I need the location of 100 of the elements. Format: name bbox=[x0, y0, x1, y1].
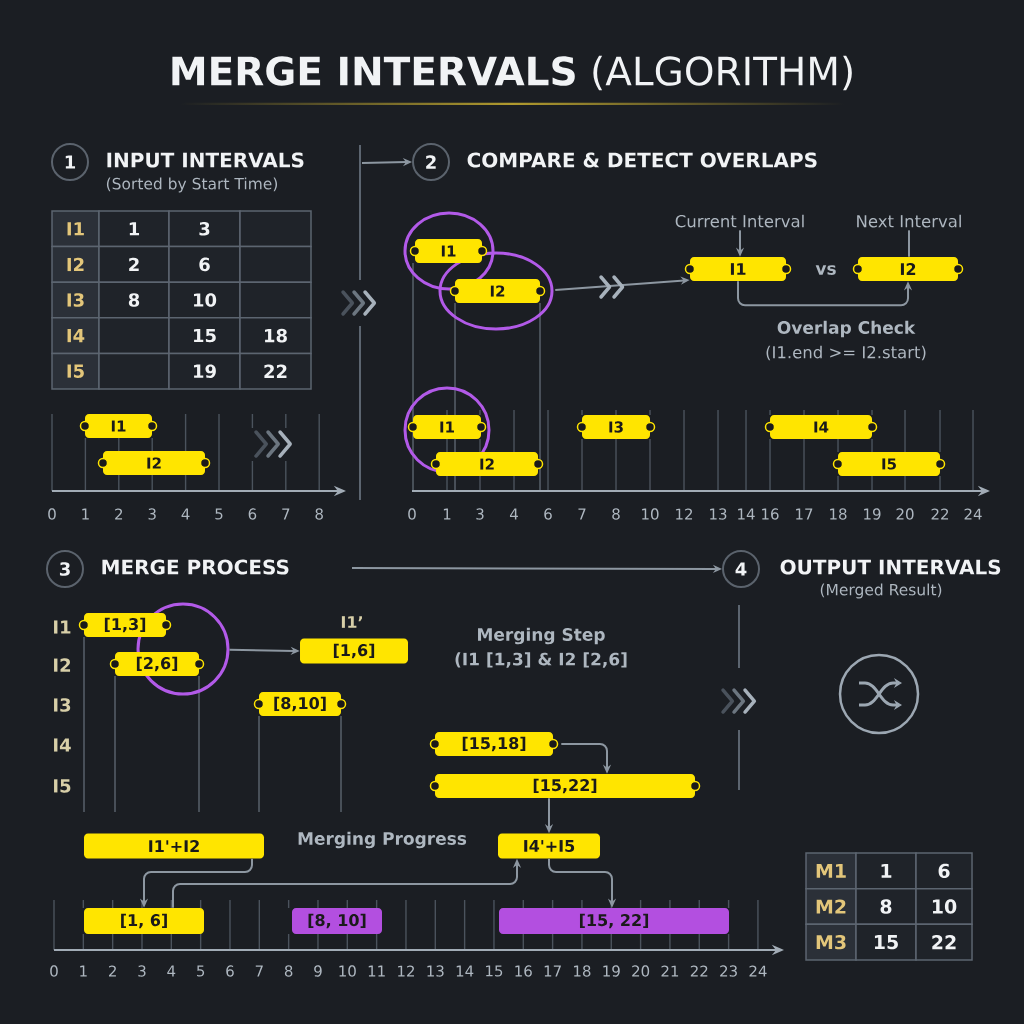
tick-label: 22 bbox=[690, 965, 708, 977]
row-label: I3 bbox=[54, 698, 71, 712]
interval-bar: I5 bbox=[832, 452, 946, 476]
row-header-cell: I2 bbox=[51, 245, 100, 283]
section-heading: INPUT INTERVALS bbox=[107, 152, 304, 168]
interval-bar: [8,10] bbox=[253, 692, 347, 716]
interval-bar: I2 bbox=[852, 257, 964, 281]
tick-label: 12 bbox=[398, 965, 414, 977]
tick-label: 2 bbox=[115, 508, 123, 520]
table-cell: 6 bbox=[168, 245, 241, 283]
tick-label: 17 bbox=[544, 965, 561, 977]
row-header-cell: M3 bbox=[805, 923, 857, 961]
annotation-heading: Merging Step bbox=[478, 627, 605, 645]
bar-caption: I1’ bbox=[341, 616, 362, 628]
table-cell: 1 bbox=[98, 210, 170, 248]
tick-label: 7 bbox=[255, 965, 263, 977]
tick-label: 4 bbox=[167, 965, 176, 977]
row-header-cell: I3 bbox=[51, 281, 100, 319]
tick-label: 0 bbox=[408, 508, 416, 520]
tick-label: 1 bbox=[80, 965, 87, 977]
interval-bar: I4 bbox=[764, 415, 878, 439]
table-cell: 15 bbox=[855, 923, 917, 961]
interval-bar: [15,22] bbox=[429, 774, 701, 798]
tick-label: 18 bbox=[830, 508, 847, 520]
table-cell: 10 bbox=[915, 887, 973, 926]
interval-bar: I1 bbox=[684, 257, 792, 281]
section-subtitle: (Merged Result) bbox=[820, 583, 942, 599]
tick-label: 8 bbox=[612, 508, 620, 520]
tick-label: 19 bbox=[864, 508, 881, 520]
tick-label: 3 bbox=[148, 508, 156, 520]
tick-label: 8 bbox=[315, 508, 323, 520]
tick-label: 1 bbox=[82, 508, 89, 520]
tick-label: 6 bbox=[226, 965, 234, 977]
tick-label: 9 bbox=[314, 965, 322, 977]
table-cell: 1 bbox=[855, 852, 917, 890]
tick-label: 8 bbox=[284, 965, 293, 977]
tick-label: 2 bbox=[109, 965, 116, 977]
tick-label: 13 bbox=[427, 965, 444, 977]
interval-bar: I2 bbox=[97, 451, 211, 475]
annotation-heading: Merging Progress bbox=[298, 831, 467, 849]
table-cell: 8 bbox=[855, 887, 917, 926]
tick-label: 16 bbox=[515, 965, 532, 977]
table-cell: 19 bbox=[168, 352, 241, 390]
tick-label: 3 bbox=[138, 965, 146, 977]
tick-label: 15 bbox=[486, 965, 503, 977]
annotation-text: (I1 [1,3] & I2 [2,6] bbox=[455, 652, 627, 668]
tick-label: 4 bbox=[509, 508, 518, 520]
tick-label: 20 bbox=[632, 965, 650, 977]
tick-label: 7 bbox=[578, 508, 586, 520]
annotation-text: Current Interval bbox=[675, 214, 804, 228]
table-cell: 18 bbox=[239, 317, 312, 355]
tick-label: 13 bbox=[710, 508, 727, 520]
interval-bar: I2 bbox=[430, 452, 544, 476]
section-subtitle: (Sorted by Start Time) bbox=[106, 177, 278, 193]
interval-bar: I1 bbox=[407, 415, 487, 439]
tick-label: 20 bbox=[896, 508, 914, 520]
row-header-cell: M2 bbox=[805, 887, 857, 926]
tick-label: 5 bbox=[197, 965, 205, 977]
interval-bar: [1,3] bbox=[78, 613, 172, 637]
tick-label: 5 bbox=[215, 508, 223, 520]
interval-bar: [15, 22] bbox=[499, 908, 729, 934]
table-cell: 22 bbox=[239, 352, 312, 390]
row-header-cell: I5 bbox=[51, 352, 100, 390]
row-header-cell: M1 bbox=[805, 852, 857, 890]
tick-label: 10 bbox=[642, 508, 659, 520]
annotation-heading: Overlap Check bbox=[777, 320, 916, 338]
interval-bar: [2,6] bbox=[109, 652, 205, 676]
tick-label: 10 bbox=[339, 965, 356, 977]
table-cell: 8 bbox=[98, 281, 170, 319]
tick-label: 24 bbox=[964, 508, 982, 520]
interval-bar: [1,6] bbox=[300, 638, 408, 664]
interval-bar: I2 bbox=[449, 279, 546, 303]
table-cell: 2 bbox=[98, 245, 170, 283]
table-cell: 6 bbox=[915, 852, 973, 890]
tick-label: 23 bbox=[720, 965, 737, 977]
table-cell: 10 bbox=[168, 281, 241, 319]
tick-label: 18 bbox=[574, 965, 591, 977]
row-label: I4 bbox=[54, 738, 71, 752]
section-heading: COMPARE & DETECT OVERLAPS bbox=[467, 152, 817, 168]
table-cell: 22 bbox=[915, 923, 973, 961]
interval-bar: I1'+I2 bbox=[84, 833, 264, 859]
tick-label: 4 bbox=[181, 508, 190, 520]
row-label: I5 bbox=[54, 779, 71, 793]
tick-label: 21 bbox=[661, 965, 679, 977]
tick-label: 17 bbox=[796, 508, 813, 520]
tick-label: 0 bbox=[50, 965, 58, 977]
tick-label: 24 bbox=[749, 965, 767, 977]
tick-label: 6 bbox=[544, 508, 552, 520]
title: MERGE INTERVALS (ALGORITHM) bbox=[172, 55, 852, 91]
interval-bar: [8, 10] bbox=[292, 908, 382, 934]
section-heading: MERGE PROCESS bbox=[102, 559, 289, 575]
tick-label: 19 bbox=[603, 965, 620, 977]
interval-bar: I4'+I5 bbox=[498, 833, 600, 859]
tick-label: 16 bbox=[762, 508, 779, 520]
tick-label: 0 bbox=[48, 508, 56, 520]
table-cell: 15 bbox=[168, 317, 241, 355]
tick-label: 6 bbox=[248, 508, 257, 520]
tick-label: 22 bbox=[931, 508, 949, 520]
tick-label: 3 bbox=[476, 508, 484, 520]
row-label: I2 bbox=[54, 658, 71, 672]
